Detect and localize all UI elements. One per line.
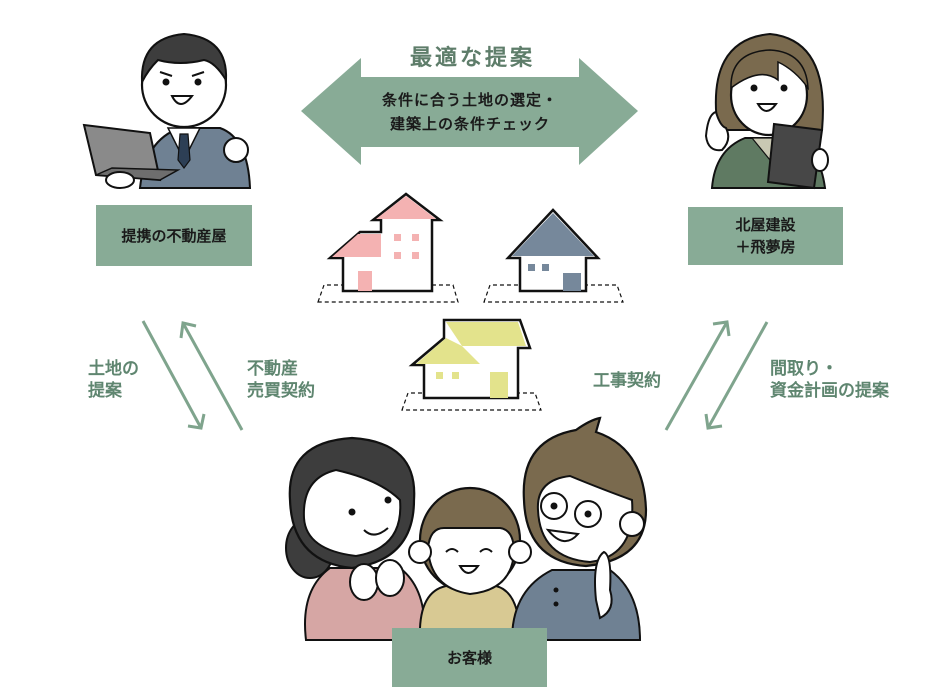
central-arrow-text: 条件に合う土地の選定・ 建築上の条件チェック — [361, 88, 579, 136]
land-proposal-label: 土地の 提案 — [88, 358, 139, 402]
land-proposal-line1: 土地の — [88, 359, 139, 379]
central-arrow-line2: 建築上の条件チェック — [389, 115, 550, 133]
real-estate-label: 提携の不動産屋 — [96, 205, 252, 266]
customer-label-text: お客様 — [446, 648, 492, 667]
central-arrow-line1: 条件に合う土地の選定・ — [381, 91, 558, 109]
diagram-title: 最適な提案 — [410, 46, 536, 71]
construction-contract-label: 工事契約 — [593, 371, 661, 391]
builder-label-line1: 北屋建設 — [735, 216, 796, 234]
sales-contract-line1: 不動産 — [247, 359, 298, 379]
builder-label-line2: ＋飛夢房 — [735, 238, 796, 256]
plan-proposal-label: 間取り・ 資金計画の提案 — [770, 358, 889, 402]
customer-label: お客様 — [392, 628, 547, 687]
plan-proposal-line1: 間取り・ — [770, 359, 838, 379]
sales-contract-label: 不動産 売買契約 — [247, 358, 315, 402]
builder-label: 北屋建設 ＋飛夢房 — [688, 207, 843, 265]
real-estate-label-text: 提携の不動産屋 — [121, 226, 227, 245]
sales-contract-line2: 売買契約 — [247, 381, 315, 401]
land-proposal-line2: 提案 — [88, 381, 122, 401]
plan-proposal-line2: 資金計画の提案 — [770, 381, 889, 401]
